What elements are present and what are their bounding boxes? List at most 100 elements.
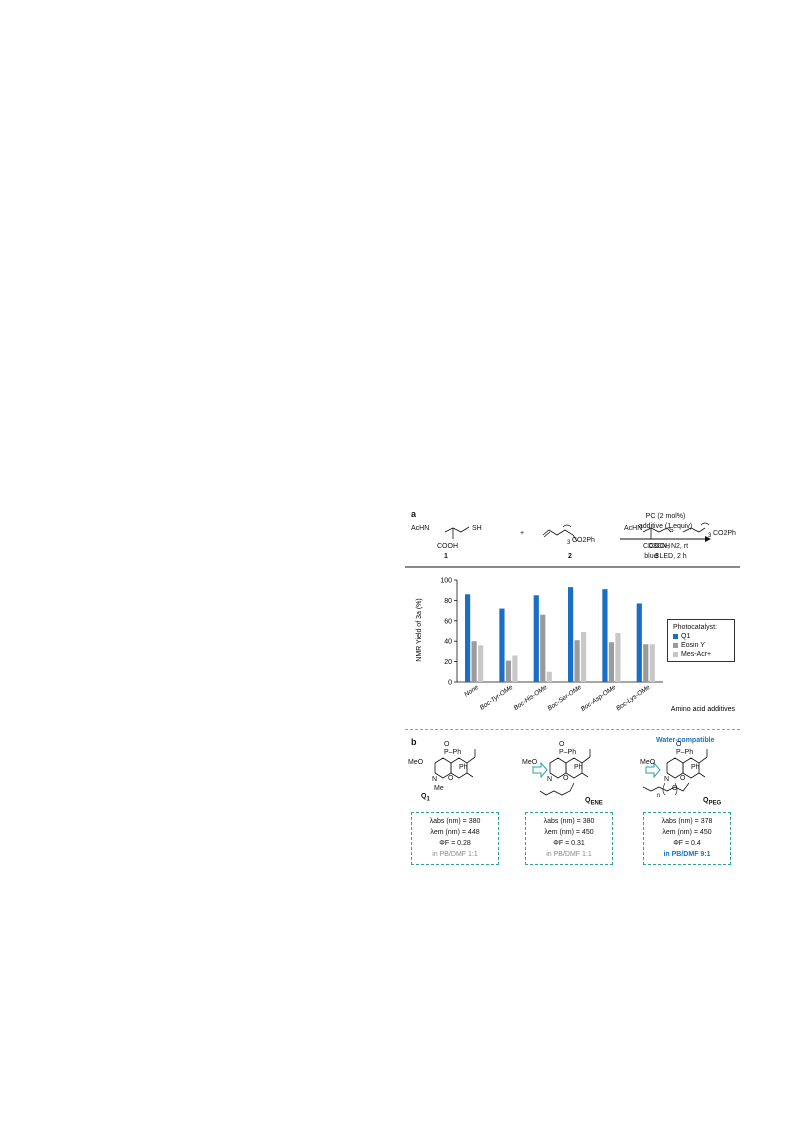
x-tick-label-3: Boc-Ser-OMe: [546, 684, 583, 713]
product-cooh: COOH: [649, 543, 670, 550]
bar-eosin-y-5: [643, 644, 649, 682]
bar-q1-3: [568, 587, 574, 682]
y-tick-label-60: 60: [444, 618, 452, 625]
y-tick-label-20: 20: [444, 659, 452, 666]
q1-methyl: Me: [434, 785, 444, 792]
condition-light: blue LED, 2 h: [644, 553, 687, 560]
bar-mes-acr--1: [512, 655, 518, 682]
bar-mes-acr--3: [581, 632, 587, 682]
arrow-qene-to-qpeg: [645, 761, 661, 779]
q1-em: λem (nm) = 448: [430, 829, 480, 836]
qpeg-abs: λabs (nm) = 378: [661, 818, 713, 825]
bar-eosin-y-2: [540, 614, 546, 682]
reagent2-number: 2: [568, 553, 572, 560]
yield-bar-chart: NMR Yield of 3a (%) Amino acid additives…: [416, 578, 736, 714]
q1-name-sub: 1: [426, 796, 430, 803]
chart-legend: Photocatalyst: Q1 Eosin Y Mes-Acr+: [667, 619, 735, 662]
qpeg-oxygen: O: [676, 741, 682, 748]
legend-item-eosin: Eosin Y: [673, 641, 729, 650]
qpeg-repeat-n: n: [657, 793, 661, 799]
qpeg-phi: ΦF = 0.4: [673, 840, 701, 847]
bar-eosin-y-0: [471, 641, 477, 682]
qene-carbonyl-o: O: [563, 775, 569, 782]
panel-a-letter: a: [411, 509, 417, 519]
qene-phenyl: Ph: [574, 764, 583, 771]
bar-q1-1: [499, 608, 505, 682]
reagent1-achn: AcHN: [411, 525, 430, 532]
qene-em: λem (nm) = 450: [544, 829, 594, 836]
bar-q1-5: [636, 603, 642, 682]
x-axis-label: Amino acid additives: [671, 706, 736, 713]
qene-nitrogen: N: [547, 776, 553, 783]
q1-structure: [434, 749, 476, 779]
condition-solvent: CD3CN, N2, rt: [642, 543, 689, 550]
q1-name: Q1: [421, 793, 430, 803]
q1-carbonyl-o: O: [448, 775, 454, 782]
qene-oxygen: O: [559, 741, 565, 748]
photocatalyst-structures: [434, 749, 708, 796]
bar-mes-acr--4: [615, 633, 621, 682]
qpeg-phenyl: Ph: [691, 764, 700, 771]
qpeg-structure: [642, 749, 708, 796]
qpeg-phosphoryl: P–Ph: [676, 749, 694, 756]
qene-name-sub: ENE: [590, 800, 603, 807]
product-number: 3: [655, 553, 659, 560]
legend-swatch-mes: [673, 652, 678, 657]
qene-properties: λabs (nm) = 380 λem (nm) = 450 ΦF = 0.31…: [525, 812, 613, 865]
qpeg-properties: λabs (nm) = 378 λem (nm) = 450 ΦF = 0.4 …: [643, 812, 731, 865]
qene-solvent: in PB/DMF 1:1: [546, 851, 592, 858]
reaction-conditions-bottom: CD3CN, N2, rt blue LED, 2 h: [618, 542, 713, 562]
y-tick-label-100: 100: [440, 578, 452, 585]
product-co2ph: CO2Ph: [713, 530, 736, 537]
x-tick-label-1: Boc-Tyr-OMe: [479, 684, 515, 712]
legend-swatch-q1: [673, 634, 678, 639]
qpeg-solvent: in PB/DMF 9:1: [663, 851, 711, 858]
q1-phosphoryl: P–Ph: [444, 749, 462, 756]
alkene-chain: [542, 529, 578, 542]
plus-sign: +: [520, 530, 525, 537]
qene-phosphoryl: P–Ph: [559, 749, 577, 756]
water-compatible-label: Water-compatible: [656, 737, 715, 744]
arrow-head: [705, 536, 711, 542]
q1-nitrogen: N: [432, 776, 438, 783]
y-axis-label: NMR Yield of 3a (%): [416, 598, 423, 661]
reagent1-number: 1: [444, 553, 448, 560]
bar-eosin-y-1: [505, 660, 512, 682]
legend-item-q1: Q1: [673, 632, 729, 641]
legend-swatch-eosin: [673, 643, 678, 648]
q1-phi: ΦF = 0.28: [439, 840, 471, 847]
y-tick-label-40: 40: [444, 639, 452, 646]
qpeg-methoxy: MeO: [640, 759, 656, 766]
y-tick-label-0: 0: [448, 680, 452, 687]
panel-divider: [405, 729, 740, 730]
qpeg-carbonyl-o: O: [680, 775, 686, 782]
product-subscript: 3: [708, 533, 712, 539]
condition-pc: PC (2 mol%): [645, 513, 686, 520]
x-tick-label-2: Boc-His-OMe: [513, 684, 549, 712]
legend-label-q1: Q1: [681, 633, 691, 640]
x-tick-label-5: Boc-Lys-OMe: [615, 684, 652, 713]
qene-abs: λabs (nm) = 380: [543, 818, 595, 825]
q1-abs: λabs (nm) = 380: [429, 818, 481, 825]
legend-label-eosin: Eosin Y: [681, 642, 705, 649]
q1-solvent: in PB/DMF 1:1: [432, 851, 478, 858]
reagent1-sh: SH: [472, 525, 482, 532]
qpeg-name-sub: PEG: [708, 800, 722, 807]
panel-b-letter: b: [411, 737, 417, 747]
bar-eosin-y-4: [608, 642, 615, 682]
bar-mes-acr--0: [478, 645, 484, 682]
arrow-q1-to-qene: [532, 761, 548, 779]
x-tick-label-4: Boc-Asp-OMe: [580, 684, 618, 713]
cysteine-bond: [444, 526, 470, 533]
legend-item-mes: Mes-Acr+: [673, 650, 729, 659]
bar-q1-0: [465, 594, 471, 682]
reaction-scheme: [444, 522, 711, 542]
qpeg-ether-o: O: [672, 785, 678, 792]
reagent2-co2ph: CO2Ph: [572, 537, 595, 544]
qene-structure: [539, 749, 591, 796]
legend-title: Photocatalyst:: [673, 624, 717, 631]
bar-mes-acr--2: [546, 671, 552, 682]
q1-properties: λabs (nm) = 380 λem (nm) = 448 ΦF = 0.28…: [411, 812, 499, 865]
q1-phenyl: Ph: [459, 764, 468, 771]
qene-methoxy: MeO: [522, 759, 538, 766]
